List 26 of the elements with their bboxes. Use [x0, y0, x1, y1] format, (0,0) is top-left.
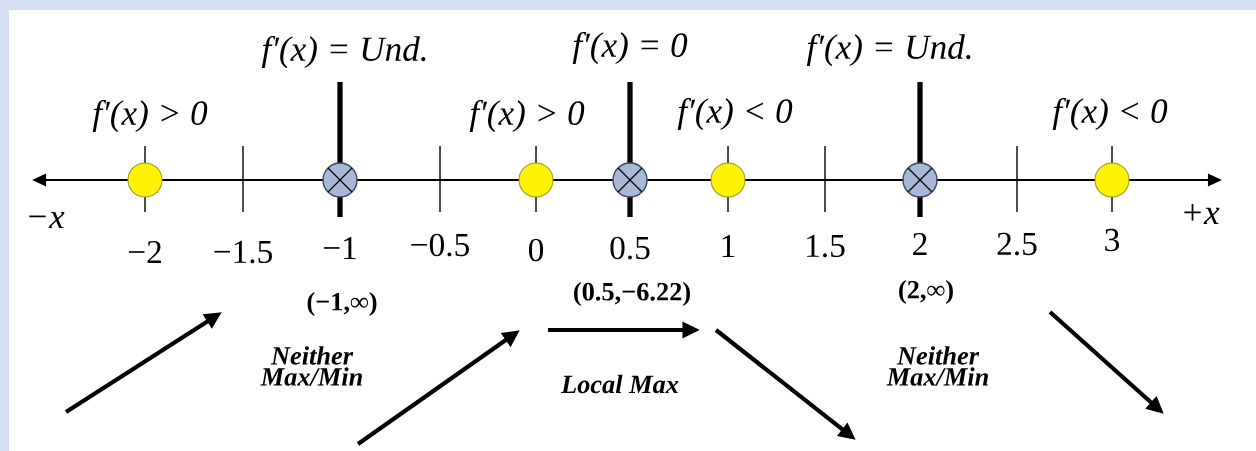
point-label: (0.5,−6.22) — [574, 282, 690, 306]
extremum-label: Neither Max/Min — [886, 346, 988, 386]
tick-label: 1.5 — [807, 234, 845, 258]
extremum-label: Neither Max/Min — [260, 346, 362, 386]
tick-label: 2 — [913, 232, 927, 256]
derivative-label: f′(x) = Und. — [261, 35, 426, 69]
derivative-label: f′(x) > 0 — [92, 99, 208, 133]
tick-label: 1 — [722, 235, 735, 258]
tick-label: 0 — [528, 238, 544, 262]
point-label: (2,∞) — [899, 280, 953, 304]
point-label: (−1,∞) — [307, 292, 377, 316]
derivative-label: f′(x) < 0 — [1052, 97, 1168, 131]
derivative-label: f′(x) < 0 — [677, 97, 793, 131]
tick-label: −1 — [323, 237, 356, 260]
tick-label: −0.5 — [411, 233, 469, 257]
tick-label: 2.5 — [997, 232, 1037, 256]
derivative-label: f′(x) = Und. — [806, 33, 971, 67]
tick-label: 3 — [1105, 228, 1120, 252]
extremum-label: Local Max — [560, 374, 679, 394]
derivative-label: +x — [1184, 204, 1220, 224]
derivative-label: −x — [29, 211, 65, 229]
tick-label: −1.5 — [214, 240, 272, 264]
tick-label: −2 — [128, 240, 161, 264]
tick-label: 0.5 — [610, 236, 650, 260]
derivative-label: f′(x) > 0 — [469, 99, 585, 133]
derivative-label: f′(x) = 0 — [572, 31, 688, 65]
